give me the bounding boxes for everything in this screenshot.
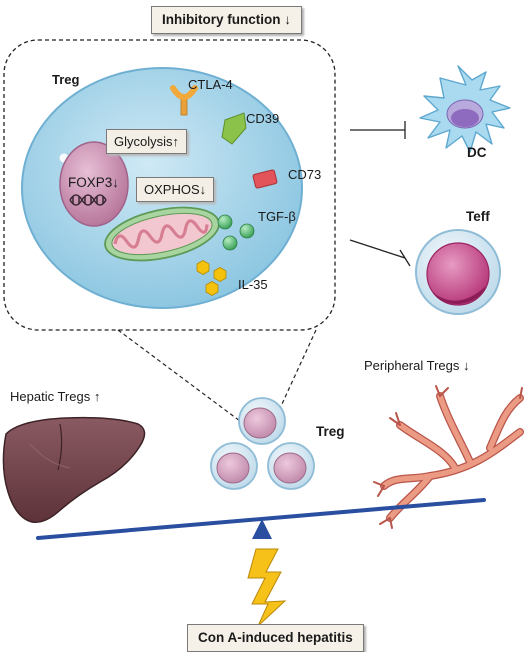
treg-cluster (210, 397, 315, 490)
treg-inset-box (3, 39, 336, 331)
con-a-hepatitis-label: Con A-induced hepatitis (187, 624, 364, 652)
treg-cluster-label: Treg (316, 424, 345, 439)
ctla4-receptor-icon (170, 85, 198, 116)
inhibitory-function-title: Inhibitory function ↓ (151, 6, 302, 34)
il35-molecules (196, 260, 227, 296)
dc-label: DC (467, 145, 487, 160)
il35-label: IL-35 (238, 277, 268, 292)
inset-connector-left (117, 329, 253, 431)
oxphos-box: OXPHOS↓ (136, 177, 215, 202)
inhibition-arrow-teff (349, 239, 411, 267)
dna-icon (69, 194, 107, 206)
balance-scale (36, 498, 486, 540)
foxp3-label: FOXP3↓ (68, 175, 120, 190)
teff-cell-icon (415, 229, 501, 315)
liver-icon (2, 416, 146, 524)
mitochondrion-icon (104, 206, 220, 262)
tgfb-molecules (217, 214, 255, 251)
treg-nucleus (59, 141, 129, 227)
dendritic-cell-icon (419, 65, 511, 153)
tgfb-label: TGF-β (258, 209, 296, 224)
hepatic-tregs-label: Hepatic Tregs ↑ (10, 389, 101, 404)
treg-cell-label: Treg (52, 72, 80, 87)
glycolysis-box: Glycolysis↑ (106, 129, 188, 154)
ctla4-label: CTLA-4 (188, 77, 233, 92)
cd39-label: CD39 (246, 111, 280, 126)
inhibition-arrow-dc (350, 121, 406, 139)
lightning-icon (247, 548, 287, 627)
cd39-receptor-icon (221, 112, 247, 145)
cd73-receptor-icon (252, 169, 278, 189)
cd73-label: CD73 (288, 167, 322, 182)
blood-vessel-icon (373, 385, 524, 529)
teff-label: Teff (466, 209, 490, 224)
peripheral-tregs-label: Peripheral Tregs ↓ (364, 358, 470, 373)
